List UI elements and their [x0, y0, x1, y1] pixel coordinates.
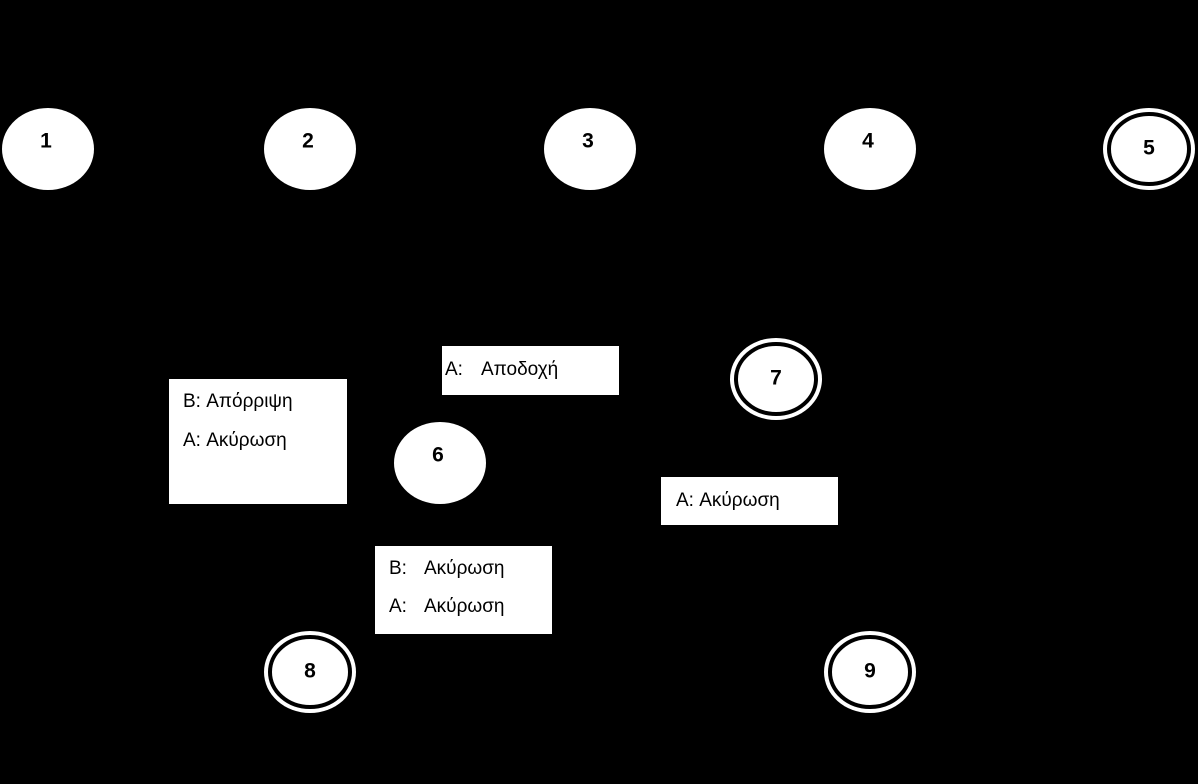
state-node-4: 4	[824, 108, 916, 190]
state-node-5: 5	[1103, 108, 1195, 190]
state-label-3: 3	[582, 130, 594, 153]
transition-actor: B:	[183, 391, 201, 412]
state-label-1: 1	[40, 130, 52, 153]
state-circle-6	[394, 422, 486, 504]
state-inner-ring-8	[268, 635, 352, 709]
state-node-3: 3	[544, 108, 636, 190]
states-layer: 1 2 3 4 5 6 7 8 9	[2, 108, 1195, 713]
transition-actor: A:	[445, 359, 463, 380]
transition-actor: B:	[389, 558, 407, 579]
state-node-6: 6	[394, 422, 486, 504]
state-label-6: 6	[432, 444, 444, 467]
state-label-2: 2	[302, 130, 314, 153]
state-node-2: 2	[264, 108, 356, 190]
transition-line: A: Ακύρωση	[183, 430, 287, 451]
transition-action: Ακύρωση	[424, 558, 505, 579]
transition-line: A: Ακύρωση	[676, 490, 780, 511]
state-inner-ring-7	[734, 342, 818, 416]
transition-box-cancel-right: A: Ακύρωση	[661, 477, 838, 525]
transition-action: Ακύρωση	[206, 430, 287, 451]
state-label-5: 5	[1143, 137, 1155, 160]
transition-action: Απόρριψη	[206, 391, 292, 412]
transition-box-background	[375, 546, 552, 634]
state-circle-2	[264, 108, 356, 190]
transition-actor: A:	[389, 596, 407, 617]
state-label-9: 9	[864, 660, 876, 683]
transition-line: B: Απόρριψη	[183, 391, 293, 412]
transition-box-background	[169, 379, 347, 504]
transition-action: Αποδοχή	[481, 359, 558, 380]
state-node-7: 7	[730, 338, 822, 420]
state-label-8: 8	[304, 660, 316, 683]
transition-actor: A:	[676, 490, 694, 511]
state-node-1: 1	[2, 108, 94, 190]
state-inner-ring-5	[1107, 112, 1191, 186]
transition-action: Ακύρωση	[699, 490, 780, 511]
transition-box-accept: A: Αποδοχή	[442, 346, 619, 395]
transition-box-background	[442, 346, 619, 395]
state-circle-4	[824, 108, 916, 190]
state-node-9: 9	[824, 631, 916, 713]
state-label-4: 4	[862, 130, 874, 153]
transition-box-background	[661, 477, 838, 525]
transition-actor: A:	[183, 430, 201, 451]
state-node-8: 8	[264, 631, 356, 713]
state-circle-3	[544, 108, 636, 190]
state-circle-1	[2, 108, 94, 190]
transition-action: Ακύρωση	[424, 596, 505, 617]
state-inner-ring-9	[828, 635, 912, 709]
state-label-7: 7	[770, 367, 782, 390]
